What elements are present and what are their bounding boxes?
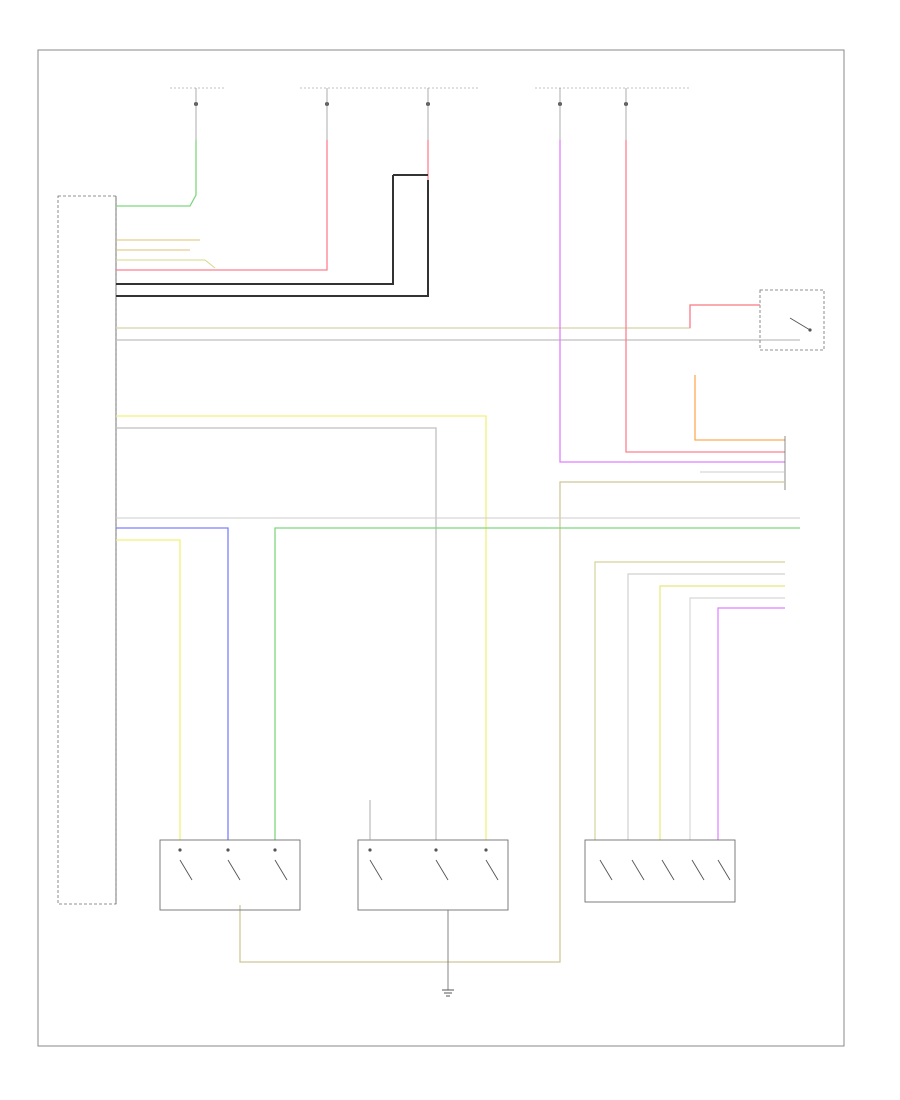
wire-black-1 bbox=[116, 175, 394, 285]
transmission-control-module bbox=[57, 195, 117, 905]
wire-yellow-left bbox=[116, 539, 181, 840]
switch-left bbox=[159, 839, 301, 911]
wire-yellow-mid bbox=[116, 415, 487, 840]
wire-orange bbox=[694, 375, 785, 441]
wire-green-long bbox=[274, 527, 800, 840]
switch-right bbox=[584, 839, 736, 903]
wire-olive-2 bbox=[594, 561, 785, 840]
ground-symbol bbox=[442, 910, 454, 997]
wire-blue bbox=[116, 527, 229, 840]
wire-tan-long bbox=[116, 304, 760, 329]
wire-olive bbox=[239, 481, 785, 963]
wire-gray-mid bbox=[116, 427, 437, 840]
fuse-block-3 bbox=[535, 87, 690, 140]
fuse-block-2 bbox=[300, 87, 480, 140]
switch-center bbox=[357, 839, 509, 911]
wire-green-top bbox=[116, 140, 197, 207]
wire-violet bbox=[559, 140, 785, 463]
wire-yellow-2 bbox=[659, 585, 785, 840]
wire-red-1 bbox=[116, 140, 328, 271]
fuse-block-1 bbox=[170, 87, 225, 140]
switch-right-top bbox=[759, 289, 825, 351]
wire-black-2 bbox=[116, 180, 429, 297]
wire-gray-2 bbox=[627, 573, 785, 840]
wire-tan-3 bbox=[116, 259, 216, 269]
wire-red-right bbox=[689, 304, 760, 328]
wire-violet-2 bbox=[717, 607, 785, 840]
diagram-frame bbox=[37, 49, 845, 1047]
wire-red-3 bbox=[625, 140, 785, 453]
wire-gray-3 bbox=[689, 597, 785, 840]
